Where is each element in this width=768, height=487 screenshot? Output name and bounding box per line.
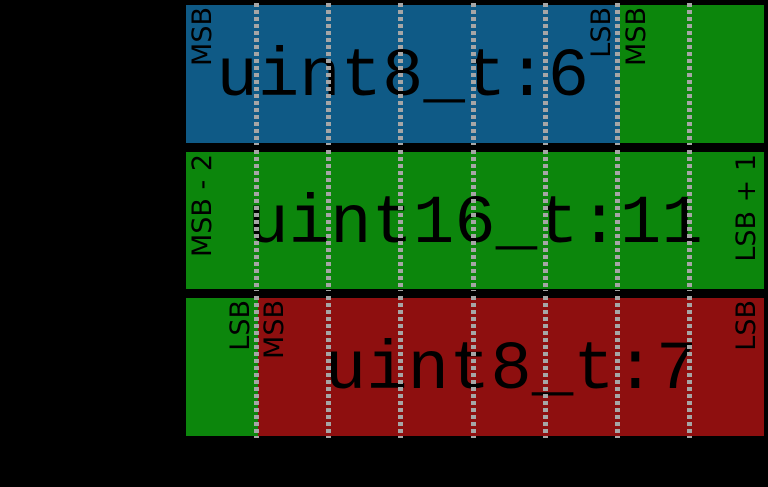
edge-label: MSB bbox=[259, 300, 291, 360]
field-label: uint8_t:6 bbox=[216, 37, 590, 116]
bitfield-segment: uint16_t:11 MSB - 2 LSB + 1 bbox=[186, 151, 764, 290]
field-label: uint8_t:7 bbox=[324, 331, 698, 410]
edge-label: LSB + 1 bbox=[730, 153, 762, 262]
edge-label: LSB bbox=[730, 300, 762, 352]
edge-label: LSB bbox=[586, 7, 618, 58]
bitfield-segment: uint8_t:7 MSB LSB bbox=[258, 298, 764, 437]
edge-label: MSB - 2 bbox=[187, 153, 218, 257]
byte-row: uint16_t:11 MSB - 2 LSB + 1 bbox=[184, 149, 766, 292]
field-label: uint16_t:11 bbox=[247, 184, 703, 263]
edge-label: MSB bbox=[620, 7, 652, 66]
edge-label: LSB bbox=[224, 300, 256, 352]
bitfield-segment: LSB bbox=[186, 298, 259, 437]
edge-label: MSB bbox=[187, 7, 218, 66]
bitfield-segment: MSB bbox=[619, 5, 764, 143]
